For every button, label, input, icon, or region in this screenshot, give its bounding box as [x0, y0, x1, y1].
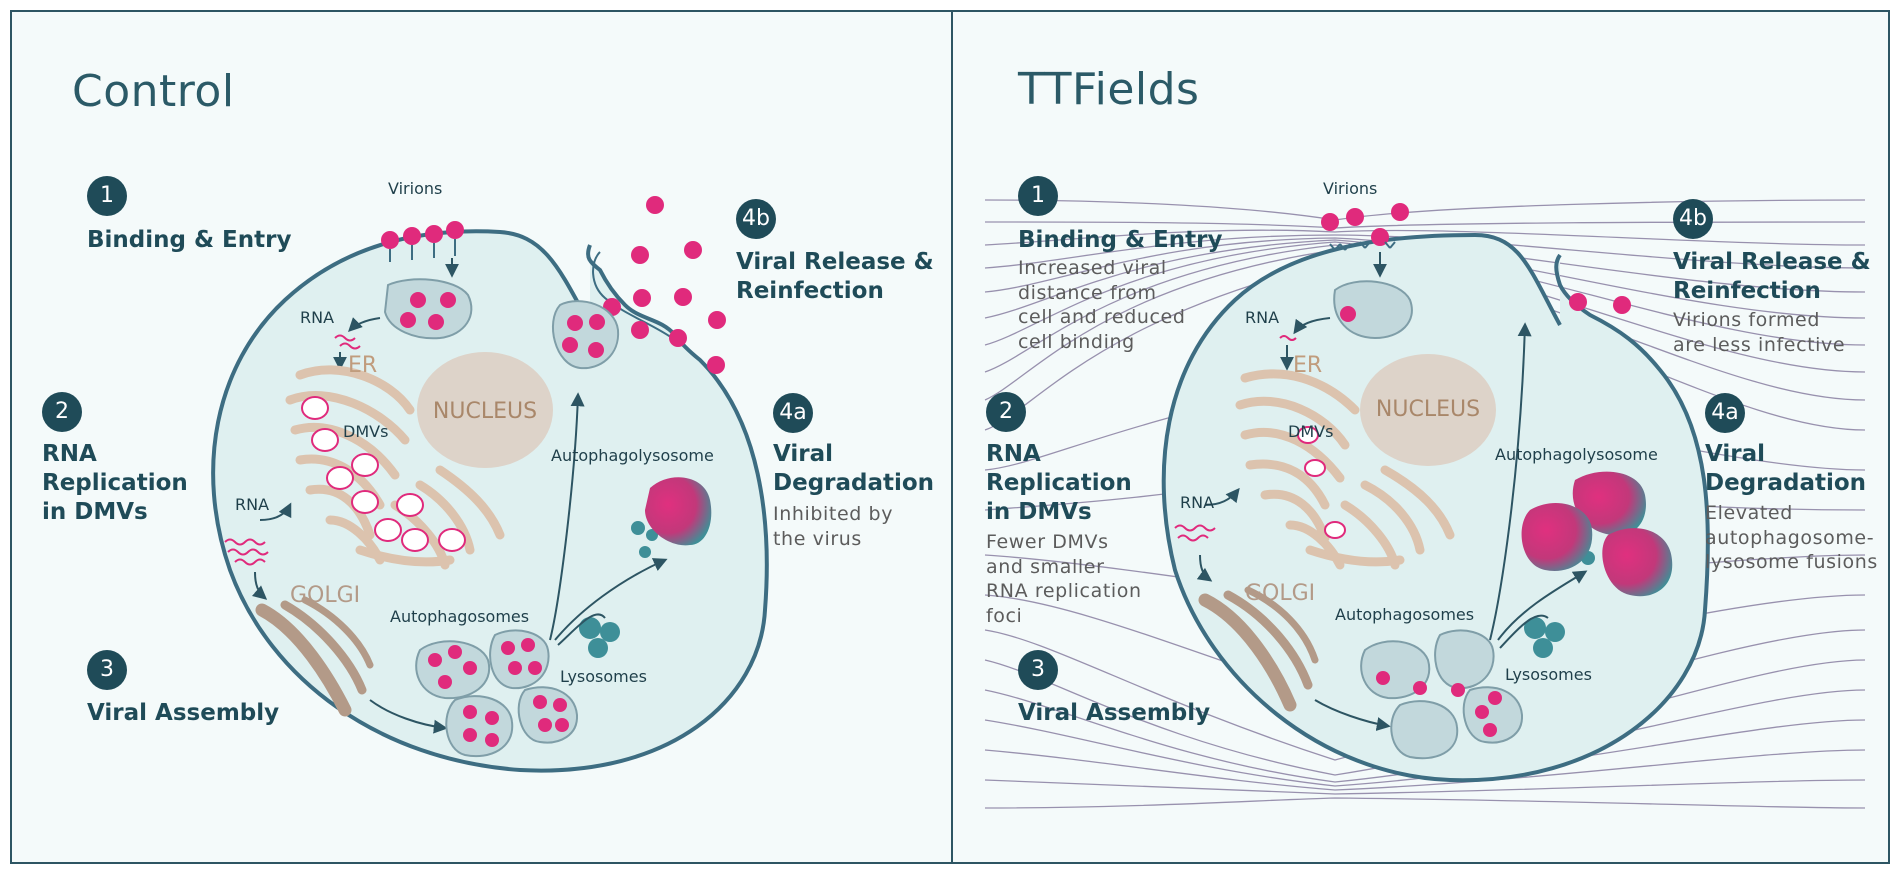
ttfields-step-2-label: RNA Replication in DMVs	[986, 441, 1132, 525]
ttfields-step-4b-badge: 4b	[1673, 199, 1713, 239]
control-autophagolysosome	[645, 477, 712, 546]
panel-divider	[951, 10, 953, 864]
ttfields-autophagosomes	[1360, 629, 1524, 760]
ttfields-step-3-badge: 3	[1018, 650, 1058, 690]
control-virions-top	[381, 221, 464, 262]
ttfields-er	[1235, 369, 1455, 570]
ttfields-step-2-badge: 2	[986, 392, 1026, 432]
ttfields-step-1-label: Binding & Entry	[1018, 227, 1223, 253]
ttfields-golgi	[1198, 586, 1319, 712]
control-title: Control	[72, 66, 235, 117]
ttfields-nucleus	[1360, 354, 1496, 466]
ttfields-label-autophagolysosome: Autophagolysosome	[1495, 445, 1658, 464]
ttfields-label-lysosomes: Lysosomes	[1505, 665, 1592, 684]
ttfields-dmvs	[1297, 426, 1346, 539]
ttfields-label-er: ER	[1293, 353, 1322, 378]
control-label-autophagosomes: Autophagosomes	[390, 607, 529, 626]
control-label-virions: Virions	[388, 179, 442, 198]
control-golgi	[255, 596, 374, 717]
control-step-1-label: Binding & Entry	[87, 227, 292, 253]
ttfields-step-4a-note: Elevated autophagosome- lysosome fusions	[1705, 502, 1878, 573]
control-step-4a-label: Viral Degradation	[773, 441, 935, 496]
control-step-4b-badge: 4b	[736, 199, 776, 239]
control-step-4a-note: Inhibited by the virus	[773, 503, 894, 550]
ttfields-label-autophagosomes: Autophagosomes	[1335, 605, 1474, 624]
control-dmvs	[301, 396, 466, 552]
ttfields-title: TTFields	[1018, 64, 1200, 115]
control-nucleus	[417, 352, 553, 468]
ttfields-label-nucleus: NUCLEUS	[1376, 397, 1480, 422]
control-step-4a-badge: 4a	[773, 393, 813, 433]
control-lysosomes	[579, 521, 658, 658]
control-label-lysosomes: Lysosomes	[560, 667, 647, 686]
control-label-er: ER	[348, 353, 377, 378]
control-label-autophagolysosome: Autophagolysosome	[551, 446, 714, 465]
control-label-golgi: GOLGI	[290, 583, 360, 608]
ttfields-step-4b-label: Viral Release & Reinfection	[1673, 249, 1871, 304]
ttfields-step-4a-label: Viral Degradation	[1705, 441, 1867, 496]
ttfields-virions-top	[1321, 203, 1409, 251]
ttfields-step-2-note: Fewer DMVs and smaller RNA replication f…	[986, 531, 1142, 627]
control-step-3-badge: 3	[87, 650, 127, 690]
ttfields-label-golgi: GOLGI	[1245, 581, 1315, 606]
control-autophagosomes	[415, 629, 579, 758]
ttfields-label-rna-top: RNA	[1245, 308, 1279, 327]
ttfields-step-1-badge: 1	[1018, 176, 1058, 216]
ttfields-label-rna-mid: RNA	[1180, 493, 1214, 512]
control-step-2-badge: 2	[42, 392, 82, 432]
control-label-rna-mid: RNA	[235, 495, 269, 514]
control-step-4b-label: Viral Release & Reinfection	[736, 249, 934, 304]
ttfields-step-3-label: Viral Assembly	[1018, 700, 1211, 726]
ttfields-step-4a-badge: 4a	[1705, 393, 1745, 433]
ttfields-step-1-note: Increased viral distance from cell and r…	[1018, 257, 1186, 353]
ttfields-label-dmvs: DMVs	[1288, 422, 1333, 441]
control-virions-released	[603, 196, 726, 374]
control-label-rna-top: RNA	[300, 308, 334, 327]
control-step-2-label: RNA Replication in DMVs	[42, 441, 188, 525]
control-label-dmvs: DMVs	[343, 422, 388, 441]
control-illustration: Virions RNA ER NUCLEUS DMVs RNA GOLGI Au…	[211, 179, 769, 773]
ttfields-step-4b-note: Virions formed are less infective	[1673, 309, 1846, 356]
control-step-1-badge: 1	[87, 176, 127, 216]
ttfields-label-virions: Virions	[1323, 179, 1377, 198]
control-step-3-label: Viral Assembly	[87, 700, 280, 726]
control-label-nucleus: NUCLEUS	[433, 399, 537, 424]
ttfields-autophagolysosomes	[1521, 471, 1673, 597]
ttfields-illustration: Virions RNA ER NUCLEUS DMVs RNA GOLGI Au…	[1161, 179, 1710, 783]
